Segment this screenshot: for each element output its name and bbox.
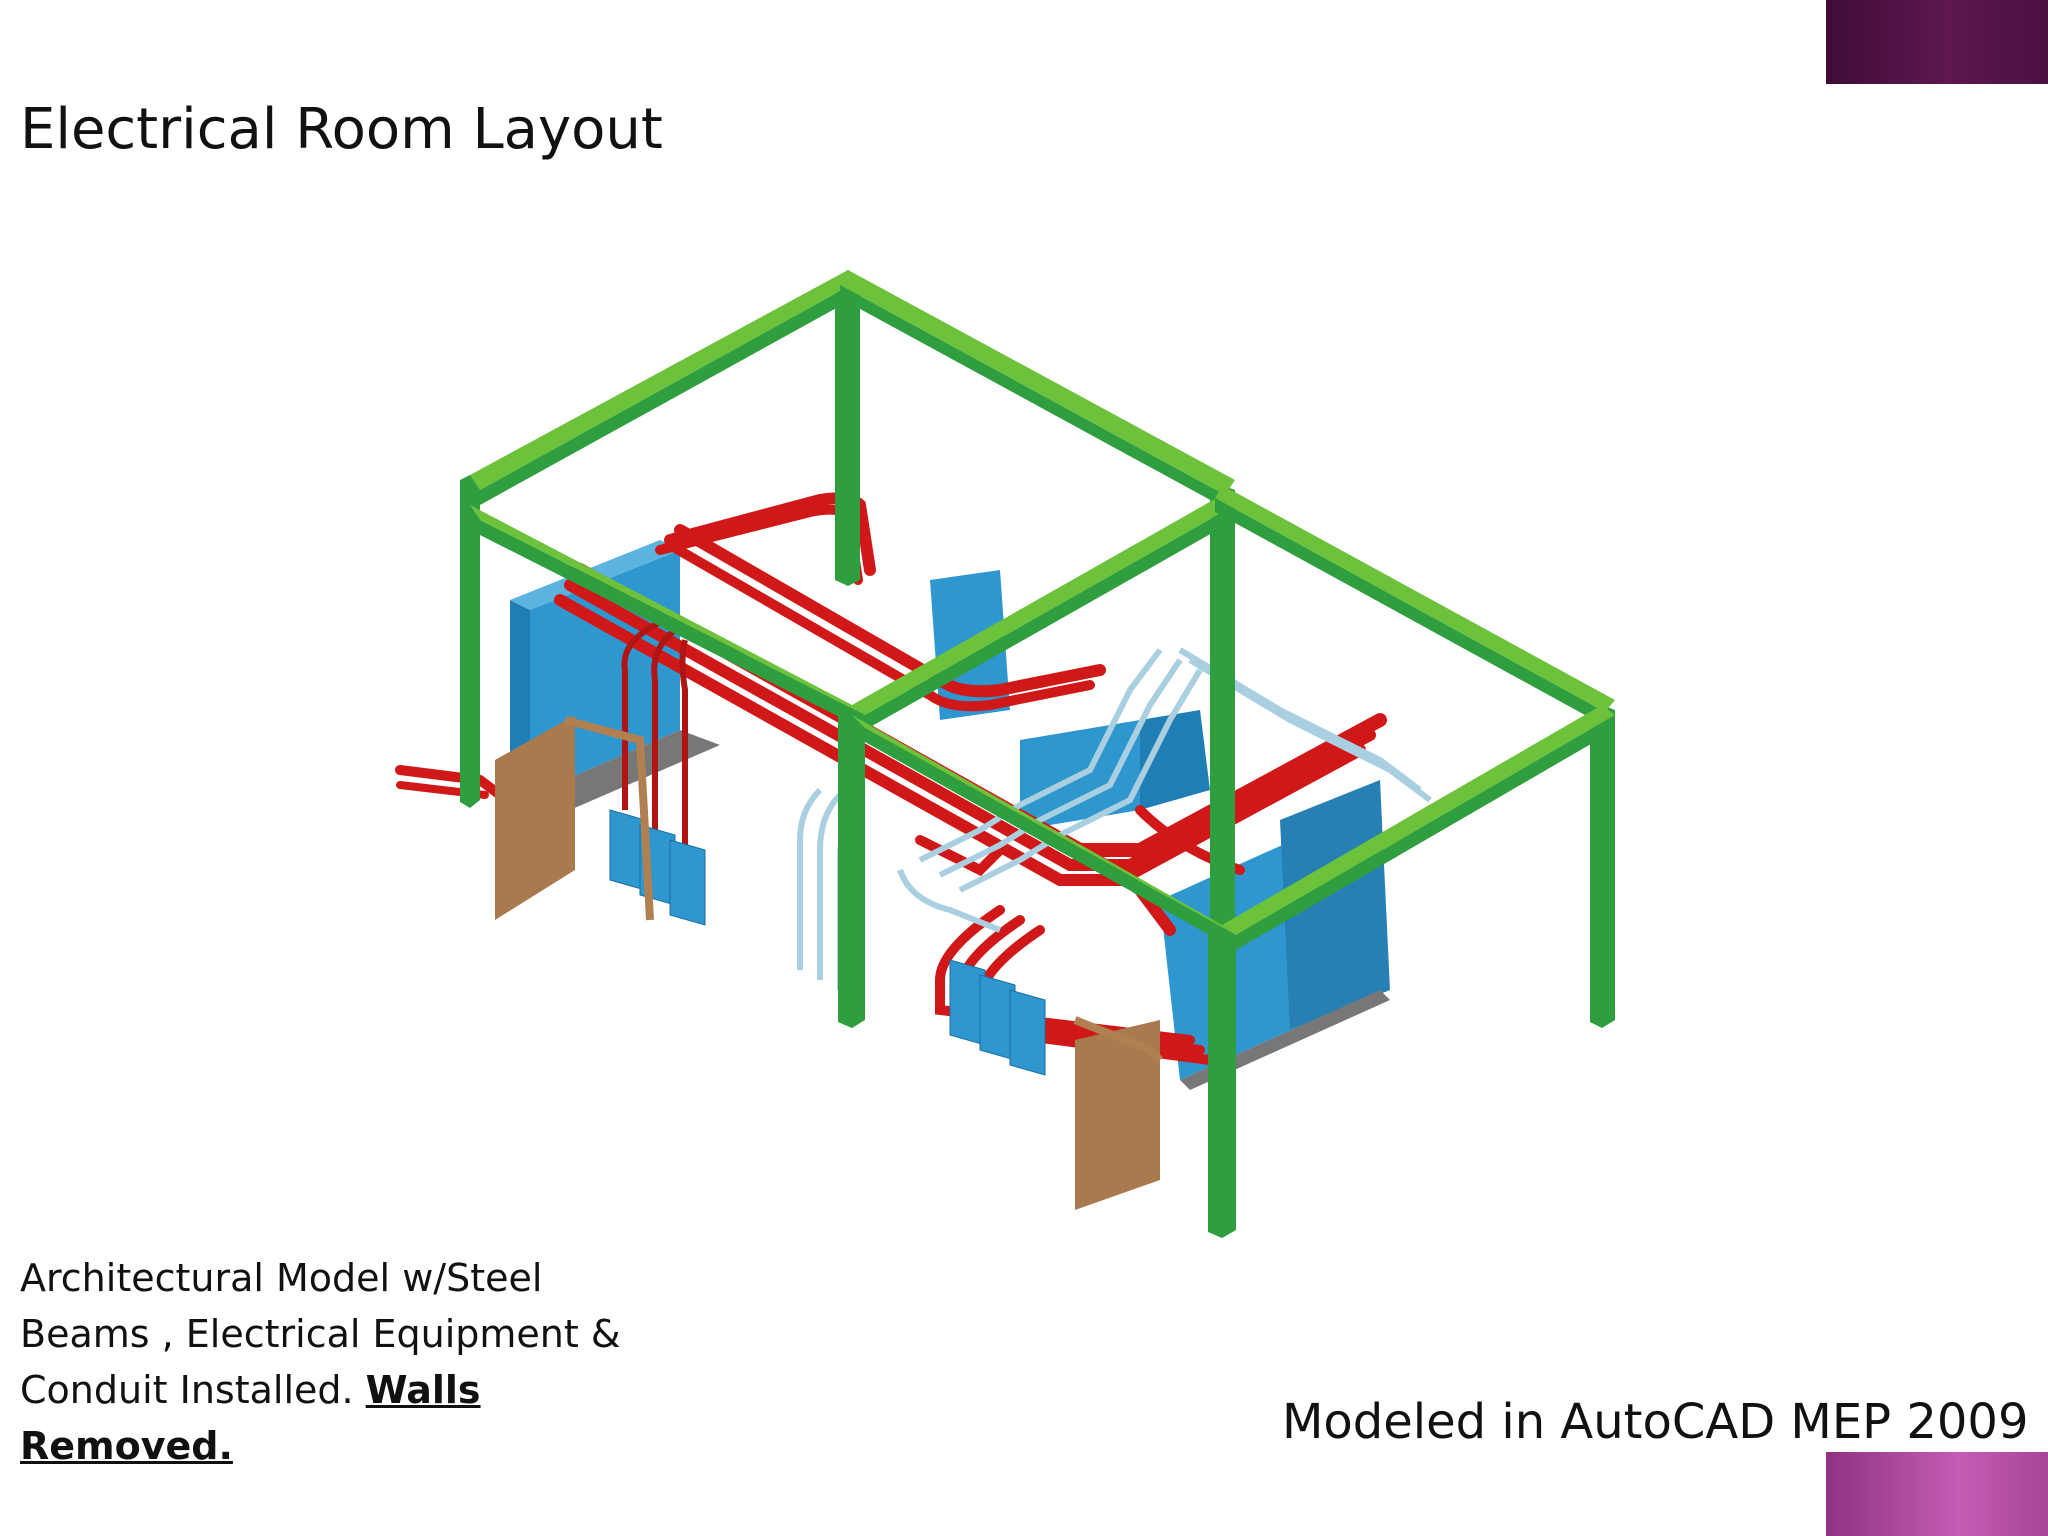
slide-caption: Architectural Model w/Steel Beams , Elec… <box>20 1250 680 1474</box>
steel-columns <box>460 275 1615 1238</box>
caption-text: Architectural Model w/Steel Beams , Elec… <box>20 1256 621 1412</box>
steel-beams <box>470 270 1615 950</box>
door-left <box>495 715 654 921</box>
small-panels-center <box>949 959 1046 1076</box>
electrical-room-3d-model <box>380 250 1680 1290</box>
accent-bar-top <box>1826 0 2048 84</box>
accent-bar-bottom <box>1826 1452 2048 1536</box>
slide-title: Electrical Room Layout <box>20 97 663 162</box>
door-right <box>1073 1016 1163 1210</box>
software-credit: Modeled in AutoCAD MEP 2009 <box>1282 1394 2029 1450</box>
caption-emphasis: Walls Removed. <box>20 1368 481 1468</box>
panel-feeders-left <box>621 617 688 850</box>
